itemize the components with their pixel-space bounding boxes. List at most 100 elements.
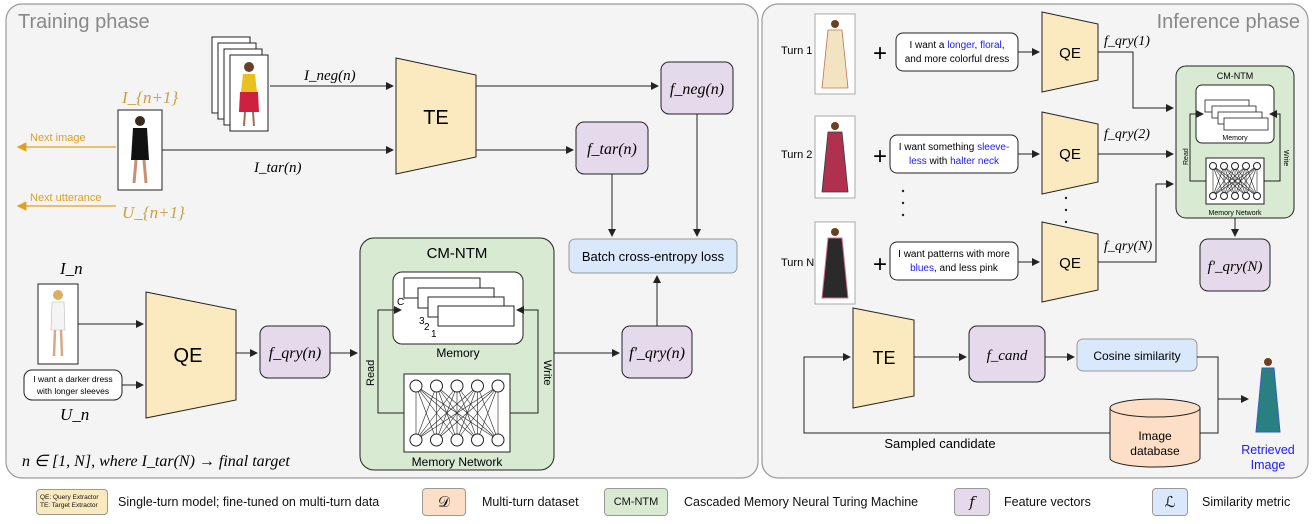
f-neg-label: f_neg(n) bbox=[670, 81, 724, 98]
f-qry-prime-label: f'_qry(n) bbox=[629, 345, 685, 362]
legend-swatch-qe: QE: Query Extractor bbox=[40, 494, 99, 501]
arrow-sampled-candidate bbox=[803, 353, 1110, 434]
turn-text-nb: blues, and less pink bbox=[910, 263, 999, 274]
read-label-small: Read bbox=[1183, 148, 1190, 165]
network-node bbox=[471, 379, 484, 393]
qe-block bbox=[145, 291, 237, 419]
training-title: Training phase bbox=[18, 11, 150, 33]
turn-text-na: I want patterns with more bbox=[898, 249, 1010, 260]
label-i-tar: I_tar(n) bbox=[253, 160, 302, 176]
inference-title: Inference phase bbox=[1157, 11, 1300, 33]
slot-c: C bbox=[397, 297, 404, 308]
legend-similarity: ℒ Similarity metric bbox=[1152, 487, 1290, 517]
target-image bbox=[117, 109, 163, 191]
memory-network-label-small: Memory Network bbox=[1209, 210, 1262, 217]
svg-text:+: + bbox=[873, 40, 887, 67]
network-node bbox=[1209, 192, 1217, 200]
label-i-neg: I_neg(n) bbox=[303, 68, 356, 84]
network-node bbox=[1220, 192, 1228, 200]
network-node bbox=[1242, 192, 1250, 200]
retrieved-image bbox=[1255, 358, 1281, 433]
legend-label-features: Feature vectors bbox=[1004, 495, 1091, 509]
memory-network-label: Memory Network bbox=[412, 455, 504, 469]
utterance-line-1: I want a darker dress bbox=[33, 374, 112, 384]
qe-label: QE bbox=[174, 345, 203, 367]
te-label: TE bbox=[423, 107, 449, 129]
legend-swatch-extractor: QE: Query Extractor TE: Target Extractor bbox=[36, 489, 108, 515]
label-u-n: U_n bbox=[60, 405, 89, 424]
qe-label-2: QE bbox=[1059, 146, 1081, 163]
network-node bbox=[450, 433, 464, 447]
label-next-utterance: Next utterance bbox=[30, 192, 102, 204]
f-qry-2-label: f_qry(2) bbox=[1104, 127, 1150, 142]
memory-label-small: Memory bbox=[1222, 135, 1248, 142]
cmntm-title-small: CM-NTM bbox=[1217, 71, 1254, 81]
legend-features: f Feature vectors bbox=[954, 487, 1091, 517]
diagram-canvas: Training phase I_neg(n) TE f_neg(n) f_ta… bbox=[5, 3, 1309, 479]
turn-text-2b: less with halter neck bbox=[909, 156, 1000, 167]
network-node bbox=[471, 433, 484, 447]
f-qry-label: f_qry(n) bbox=[269, 345, 321, 362]
network-node bbox=[1209, 162, 1217, 170]
legend-label-extractor: Single-turn model; fine-tuned on multi-t… bbox=[118, 495, 380, 509]
network-node bbox=[409, 433, 423, 447]
neural-net-graphic-small bbox=[1209, 162, 1261, 200]
label-u-n1: U_{n+1} bbox=[122, 203, 185, 222]
turn-row-n: Turn N + I want patterns with more blues… bbox=[781, 221, 1153, 305]
legend-extractor: QE: Query Extractor TE: Target Extractor… bbox=[36, 487, 379, 517]
loss-box bbox=[568, 238, 738, 274]
ellipsis-dots bbox=[901, 189, 1068, 224]
f-qry-box bbox=[259, 325, 331, 379]
negative-image-stack bbox=[211, 36, 269, 132]
db-line-2: database bbox=[1130, 444, 1180, 458]
te-label-inference: TE bbox=[872, 348, 895, 368]
turn-text-1b: and more colorful dress bbox=[905, 54, 1010, 65]
svg-text:+: + bbox=[873, 143, 887, 170]
network-node bbox=[1242, 162, 1250, 170]
label-i-n1: I_{n+1} bbox=[121, 88, 178, 107]
turn-label: Turn 1 bbox=[781, 45, 812, 57]
network-node bbox=[1253, 162, 1261, 170]
legend-swatch-te: TE: Target Extractor bbox=[40, 502, 98, 509]
f-qry-n-label: f_qry(N) bbox=[1104, 239, 1153, 254]
db-line-1: Image bbox=[1138, 429, 1172, 443]
label-next-image: Next image bbox=[30, 132, 86, 144]
qe-block-n bbox=[1041, 221, 1099, 303]
legend-label-cmntm: Cascaded Memory Neural Turing Machine bbox=[684, 495, 919, 509]
f-tar-label: f_tar(n) bbox=[587, 141, 637, 158]
network-node bbox=[1231, 192, 1239, 200]
image-database bbox=[1109, 398, 1201, 468]
legend-label-similarity: Similarity metric bbox=[1202, 495, 1291, 509]
read-label: Read bbox=[365, 360, 377, 386]
turn-row-1: Turn 1 + I want a longer, floral, and mo… bbox=[781, 11, 1150, 95]
turn-row-2: Turn 2 + I want something sleeve- less w… bbox=[781, 111, 1150, 199]
write-label-small: Write bbox=[1282, 150, 1289, 166]
arrow-turn1-to-cmntm bbox=[1098, 51, 1174, 112]
legend-swatch-similarity: ℒ bbox=[1152, 488, 1188, 516]
retrieved-line-2: Image bbox=[1251, 458, 1286, 472]
turn-label: Turn 2 bbox=[781, 149, 812, 161]
legend-swatch-cmntm: CM-NTM bbox=[604, 488, 668, 516]
legend-label-dataset: Multi-turn dataset bbox=[482, 495, 579, 509]
svg-text:+: + bbox=[873, 251, 887, 278]
sampled-label: Sampled candidate bbox=[884, 436, 995, 451]
network-node bbox=[1220, 162, 1228, 170]
slot-1: 1 bbox=[431, 329, 437, 340]
write-loop bbox=[510, 306, 539, 414]
network-node bbox=[1231, 162, 1239, 170]
f-qry-prime-n-label: f'_qry(N) bbox=[1208, 259, 1263, 275]
legend-dataset: 𝒟 Multi-turn dataset bbox=[422, 487, 579, 517]
loss-label: Batch cross-entropy loss bbox=[582, 249, 725, 264]
slot-3: 3 bbox=[419, 316, 425, 327]
network-node bbox=[491, 433, 505, 447]
slot-2: 2 bbox=[424, 322, 430, 333]
qe-block-2 bbox=[1041, 111, 1099, 195]
te-block bbox=[395, 57, 477, 175]
legend-swatch-dataset: 𝒟 bbox=[422, 488, 466, 516]
f-qry-1-label: f_qry(1) bbox=[1104, 34, 1150, 49]
neural-net-graphic bbox=[409, 379, 505, 447]
turn-text-1a: I want a longer, floral, bbox=[909, 40, 1004, 51]
cosine-label: Cosine similarity bbox=[1093, 349, 1180, 363]
read-loop bbox=[377, 306, 404, 414]
write-label: Write bbox=[541, 360, 553, 385]
